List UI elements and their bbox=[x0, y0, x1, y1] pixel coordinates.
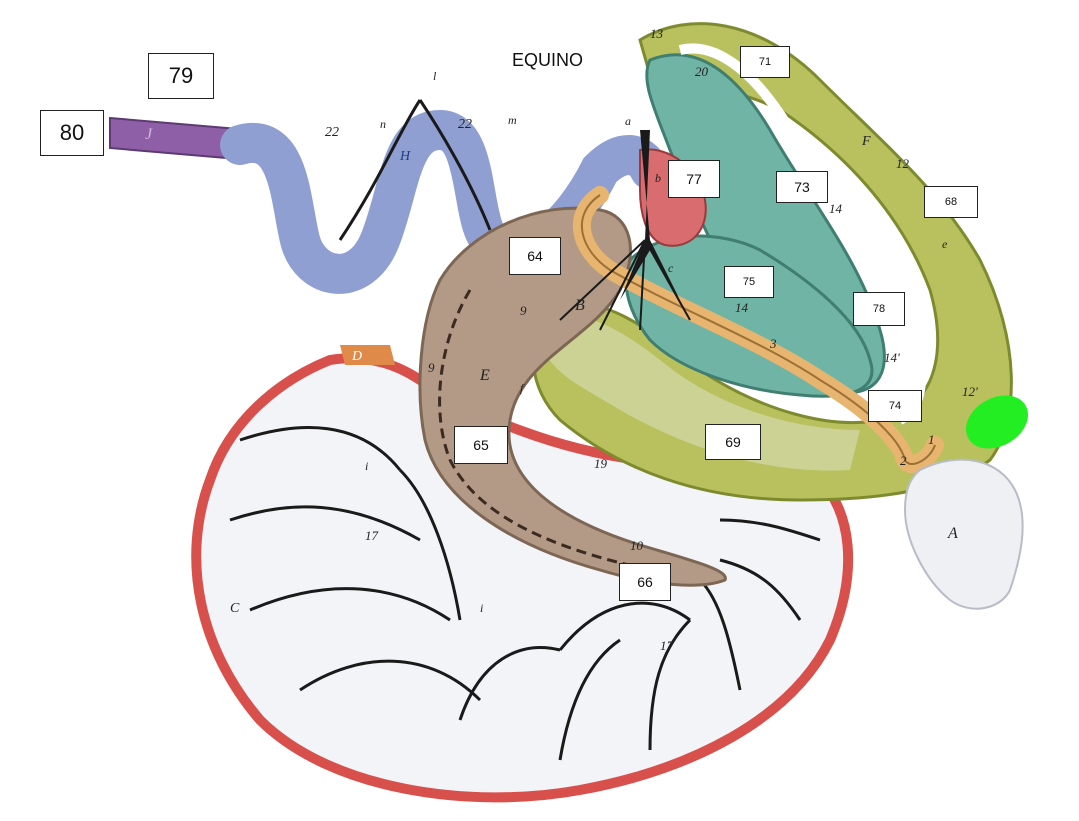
letter-a: A bbox=[947, 525, 958, 542]
letter-e-lower: e bbox=[942, 237, 948, 251]
letter-d: D bbox=[351, 349, 362, 364]
number-9b: 9 bbox=[428, 360, 435, 375]
letter-e: E bbox=[479, 367, 490, 384]
letter-f-lower: f bbox=[520, 381, 525, 395]
number-17b: 17 bbox=[660, 638, 674, 653]
number-22b: 22 bbox=[458, 117, 472, 132]
label-68: 68 bbox=[924, 186, 978, 218]
structure-a bbox=[903, 458, 1024, 610]
mesentery-vessels bbox=[229, 426, 821, 761]
number-1: 1 bbox=[928, 432, 935, 447]
number-2: 2 bbox=[900, 453, 907, 468]
illustration-annotations: J H B E D C A F 22 22 13 20 12 14 14 14'… bbox=[145, 26, 978, 653]
label-79: 79 bbox=[148, 53, 214, 99]
letter-c: C bbox=[230, 601, 240, 616]
cecum-body bbox=[624, 234, 874, 398]
number-12b: 12' bbox=[962, 384, 978, 399]
letter-l-lower: l bbox=[433, 69, 437, 83]
label-65: 65 bbox=[454, 426, 508, 464]
diagram-title: EQUINO bbox=[512, 50, 584, 70]
letter-b: B bbox=[575, 297, 585, 314]
colon-brown-dashed bbox=[438, 289, 651, 572]
small-colon-vessel bbox=[338, 99, 492, 241]
label-74: 74 bbox=[868, 390, 922, 422]
number-17a: 17 bbox=[365, 528, 379, 543]
number-9a: 9 bbox=[520, 303, 527, 318]
label-71: 71 bbox=[740, 46, 790, 78]
letter-b-lower: b bbox=[655, 171, 661, 185]
letter-m-lower: m bbox=[508, 113, 517, 127]
letter-i-second: i bbox=[480, 601, 483, 615]
letter-n-lower: n bbox=[380, 117, 386, 131]
label-73: 73 bbox=[776, 171, 828, 203]
letter-i-first: i bbox=[365, 459, 368, 473]
label-69: 69 bbox=[705, 424, 761, 460]
number-14c: 14' bbox=[884, 350, 900, 365]
letter-c-lower: c bbox=[668, 261, 674, 275]
number-3: 3 bbox=[769, 336, 777, 351]
segment-d bbox=[340, 345, 395, 365]
label-78: 78 bbox=[853, 292, 905, 326]
highlight-green-ellipse bbox=[966, 395, 1028, 449]
colon-brown bbox=[418, 206, 727, 587]
label-66: 66 bbox=[619, 563, 671, 601]
number-20: 20 bbox=[695, 64, 709, 79]
number-10: 10 bbox=[630, 538, 644, 553]
number-13: 13 bbox=[650, 26, 664, 41]
label-75: 75 bbox=[724, 266, 774, 298]
letter-j: J bbox=[145, 126, 153, 143]
vessel-lines bbox=[559, 239, 691, 331]
letter-h: H bbox=[399, 149, 411, 164]
number-14a: 14 bbox=[829, 201, 843, 216]
number-19: 19 bbox=[594, 456, 608, 471]
label-64: 64 bbox=[509, 237, 561, 275]
ileum-outline bbox=[581, 194, 936, 465]
colon-yellow-light bbox=[540, 315, 860, 471]
number-14b: 14 bbox=[735, 300, 749, 315]
number-22a: 22 bbox=[325, 125, 339, 140]
letter-f: F bbox=[861, 134, 871, 149]
letter-a-lower: a bbox=[625, 114, 631, 128]
number-12: 12 bbox=[896, 156, 910, 171]
label-80: 80 bbox=[40, 110, 104, 156]
label-77: 77 bbox=[668, 160, 720, 198]
